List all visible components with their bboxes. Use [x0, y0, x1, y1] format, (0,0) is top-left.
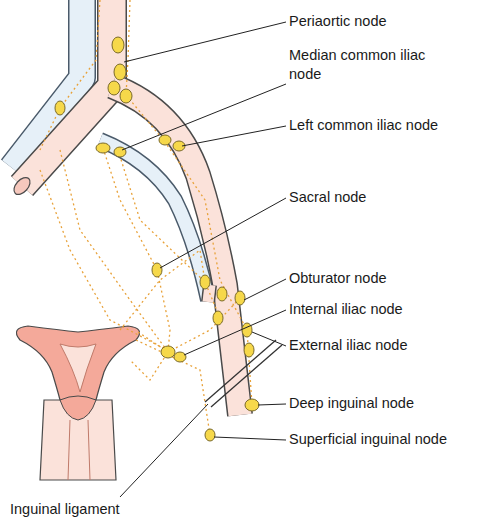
- anatomy-label: Superficial inguinal node: [289, 430, 494, 449]
- lymph-node-ovals: [55, 37, 259, 441]
- anatomy-label: Periaortic node: [289, 12, 489, 31]
- leader-lines: [120, 22, 286, 497]
- anatomy-label: Deep inguinal node: [289, 394, 489, 413]
- anatomy-label: Inguinal ligament: [10, 500, 210, 519]
- anatomy-label: Sacral node: [289, 188, 489, 207]
- inguinal-ligament: [205, 340, 282, 407]
- anatomy-label: Internal iliac node: [289, 300, 489, 319]
- uterus-shape: [16, 326, 139, 480]
- artery-shapes: [11, 0, 240, 415]
- anatomy-label: Median common iliac node: [289, 46, 439, 84]
- anatomy-label: Obturator node: [289, 269, 489, 288]
- anatomy-label: Left common iliac node: [289, 116, 489, 135]
- anatomy-label: External iliac node: [289, 336, 489, 355]
- lymph-vessels: [40, 0, 252, 435]
- vein-shapes: [12, 0, 208, 300]
